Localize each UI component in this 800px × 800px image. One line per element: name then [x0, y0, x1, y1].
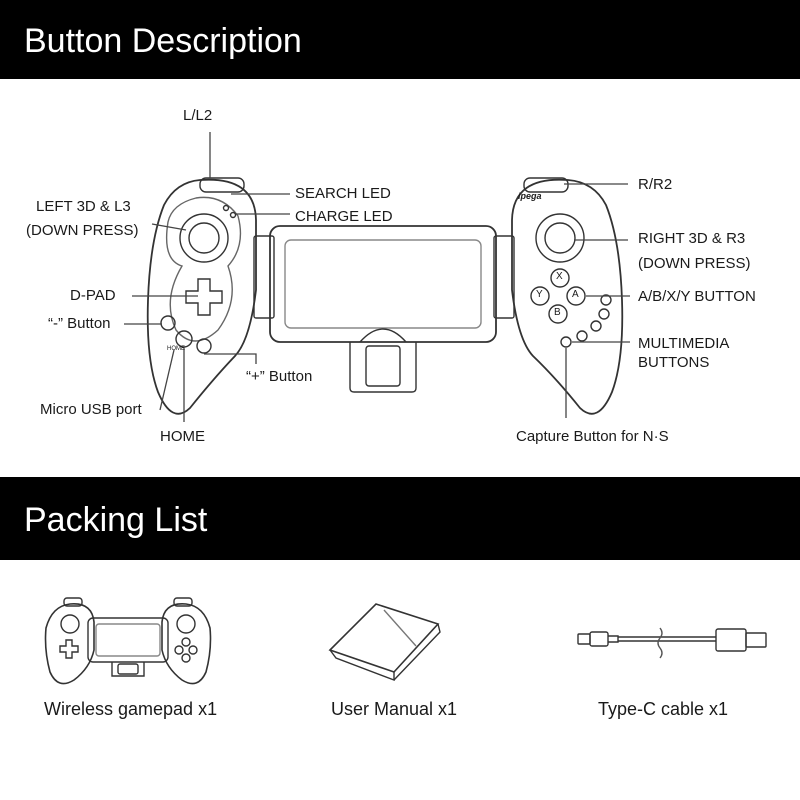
label-capture-button: Capture Button for N·S: [516, 428, 669, 445]
manual-icon: [328, 603, 441, 682]
label-right-3d-r3: RIGHT 3D & R3: [638, 230, 746, 247]
label-left-down-press: (DOWN PRESS): [26, 222, 139, 239]
label-r-r2: R/R2: [638, 176, 673, 193]
label-l-l2: L/L2: [183, 107, 213, 124]
label-right-down-press: (DOWN PRESS): [638, 255, 751, 272]
section-title: Packing List: [24, 501, 208, 539]
label-plus-button: “+” Button: [246, 368, 313, 385]
x-button-glyph: X: [556, 271, 563, 282]
packing-item-label: Wireless gamepad x1: [44, 699, 218, 719]
label-abxy-button: A/B/X/Y BUTTON: [638, 288, 756, 305]
phone-holder: [253, 225, 515, 393]
cable-icon: [577, 627, 767, 659]
left-grip: [146, 177, 257, 415]
right-grip: [511, 177, 624, 415]
brand-mark: ipega: [518, 191, 542, 201]
home-small-text: HOME: [167, 346, 185, 352]
packing-item-label: Type-C cable x1: [598, 699, 729, 719]
label-micro-usb: Micro USB port: [40, 401, 142, 418]
label-home: HOME: [160, 428, 205, 445]
label-multimedia: MULTIMEDIA: [638, 335, 730, 352]
label-charge-led: CHARGE LED: [295, 208, 393, 225]
section-header-button-description: Button Description: [0, 0, 800, 79]
label-search-led: SEARCH LED: [295, 185, 391, 202]
label-d-pad: D-PAD: [70, 287, 116, 304]
callout-lines: [124, 132, 630, 422]
label-minus-button: “-” Button: [48, 315, 111, 332]
gamepad-icon: [44, 597, 212, 685]
label-multimedia-buttons: BUTTONS: [638, 354, 710, 371]
section-title: Button Description: [24, 22, 302, 60]
packing-item-label: User Manual x1: [331, 699, 458, 719]
a-button-glyph: A: [572, 289, 579, 300]
y-button-glyph: Y: [536, 289, 543, 300]
section-header-packing-list: Packing List: [0, 477, 800, 560]
label-left-3d-l3: LEFT 3D & L3: [36, 198, 131, 215]
b-button-glyph: B: [554, 307, 561, 318]
